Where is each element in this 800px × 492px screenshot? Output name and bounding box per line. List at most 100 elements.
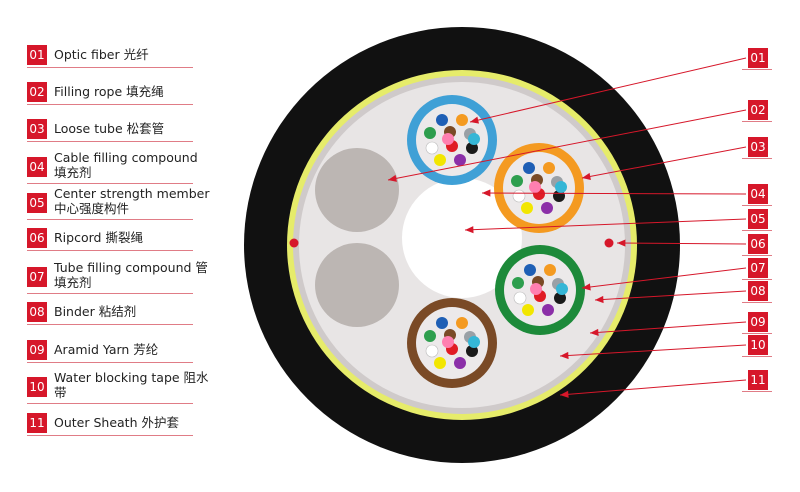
callout-underline bbox=[742, 121, 772, 122]
legend-number-badge: 10 bbox=[27, 377, 47, 397]
filling-rope bbox=[315, 243, 399, 327]
leader-water-blocking-tape bbox=[559, 344, 747, 357]
callout-badge-10: 10 bbox=[748, 335, 768, 355]
callout-underline bbox=[742, 302, 772, 303]
loose-tube-brown bbox=[407, 298, 497, 388]
callout-badge-09: 09 bbox=[748, 312, 768, 332]
arrowhead-icon bbox=[590, 328, 599, 337]
optic-fiber bbox=[541, 202, 553, 214]
legend-label: Optic fiber 光纤 bbox=[54, 47, 149, 62]
legend-underline bbox=[27, 67, 193, 68]
optic-fiber bbox=[442, 133, 454, 145]
optic-fiber bbox=[529, 181, 541, 193]
callout-badge-11: 11 bbox=[748, 370, 768, 390]
optic-fiber bbox=[468, 133, 480, 145]
callout-underline bbox=[742, 391, 772, 392]
optic-fiber bbox=[468, 336, 480, 348]
leader-ripcord bbox=[616, 242, 747, 245]
legend-number-badge: 06 bbox=[27, 228, 47, 248]
legend-number-badge: 11 bbox=[27, 413, 47, 433]
callout-underline bbox=[742, 356, 772, 357]
legend-underline bbox=[27, 104, 193, 105]
optic-fiber bbox=[523, 162, 535, 174]
optic-fiber bbox=[542, 304, 554, 316]
filling-rope bbox=[315, 148, 399, 232]
arrowhead-icon bbox=[388, 174, 397, 182]
optic-fiber bbox=[521, 202, 533, 214]
legend-label: Cable filling compound 填充剂 bbox=[54, 150, 198, 180]
arrowhead-icon bbox=[617, 239, 626, 247]
legend-underline bbox=[27, 219, 193, 220]
ripcord bbox=[604, 238, 614, 248]
optic-fiber bbox=[466, 142, 478, 154]
optic-fiber bbox=[442, 336, 454, 348]
optic-fiber bbox=[436, 317, 448, 329]
arrowhead-icon bbox=[582, 172, 591, 180]
leader-outer-sheath bbox=[559, 379, 747, 396]
legend-label: Binder 粘结剂 bbox=[54, 304, 137, 319]
legend-number-badge: 04 bbox=[27, 157, 47, 177]
legend-underline bbox=[27, 293, 193, 294]
optic-fiber bbox=[555, 181, 567, 193]
legend-label: Outer Sheath 外护套 bbox=[54, 415, 179, 430]
optic-fiber bbox=[425, 344, 439, 358]
legend-label: Loose tube 松套管 bbox=[54, 121, 165, 136]
arrowhead-icon bbox=[582, 283, 591, 291]
optic-fiber bbox=[556, 283, 568, 295]
legend-number-badge: 05 bbox=[27, 193, 47, 213]
optic-fiber bbox=[513, 291, 527, 305]
legend-underline bbox=[27, 362, 193, 363]
legend-label: Water blocking tape 阻水带 bbox=[54, 370, 209, 400]
legend-number-badge: 08 bbox=[27, 302, 47, 322]
leader-tube-filling-compound bbox=[581, 267, 747, 289]
optic-fiber bbox=[434, 357, 446, 369]
loose-tube-blue bbox=[407, 95, 497, 185]
optic-fiber bbox=[456, 114, 468, 126]
leader-aramid-yarn bbox=[589, 321, 747, 334]
callout-badge-07: 07 bbox=[748, 258, 768, 278]
optic-fiber bbox=[436, 114, 448, 126]
arrowhead-icon bbox=[560, 390, 569, 398]
callout-badge-01: 01 bbox=[748, 48, 768, 68]
callout-underline bbox=[742, 205, 772, 206]
callout-badge-08: 08 bbox=[748, 281, 768, 301]
callout-underline bbox=[742, 279, 772, 280]
legend-label: Tube filling compound 管填充剂 bbox=[54, 260, 208, 290]
callout-badge-06: 06 bbox=[748, 234, 768, 254]
optic-fiber bbox=[424, 127, 436, 139]
arrowhead-icon bbox=[470, 116, 479, 124]
legend-underline bbox=[27, 403, 193, 404]
legend-number-badge: 02 bbox=[27, 82, 47, 102]
leader-loose-tube bbox=[581, 146, 747, 179]
legend-underline bbox=[27, 141, 193, 142]
callout-underline bbox=[742, 255, 772, 256]
legend-underline bbox=[27, 435, 193, 436]
center-strength-member bbox=[402, 178, 522, 298]
callout-badge-04: 04 bbox=[748, 184, 768, 204]
legend-underline bbox=[27, 250, 193, 251]
optic-fiber bbox=[512, 189, 526, 203]
optic-fiber bbox=[425, 141, 439, 155]
arrowhead-icon bbox=[560, 351, 569, 360]
callout-badge-03: 03 bbox=[748, 137, 768, 157]
legend-number-badge: 07 bbox=[27, 267, 47, 287]
legend-label: Aramid Yarn 芳纶 bbox=[54, 342, 159, 357]
optic-fiber bbox=[530, 283, 542, 295]
optic-fiber bbox=[524, 264, 536, 276]
legend-label: Ripcord 撕裂绳 bbox=[54, 230, 143, 245]
optic-fiber bbox=[511, 175, 523, 187]
leader-filling-rope bbox=[387, 109, 747, 181]
legend-number-badge: 09 bbox=[27, 340, 47, 360]
leader-cable-filling-compound bbox=[481, 192, 747, 195]
ripcord bbox=[289, 238, 299, 248]
callout-underline bbox=[742, 69, 772, 70]
optic-fiber bbox=[456, 317, 468, 329]
callout-underline bbox=[742, 333, 772, 334]
optic-fiber bbox=[512, 277, 524, 289]
callout-underline bbox=[742, 230, 772, 231]
optic-fiber bbox=[454, 154, 466, 166]
optic-fiber bbox=[554, 292, 566, 304]
loose-tube-green bbox=[495, 245, 585, 335]
optic-fiber bbox=[466, 345, 478, 357]
